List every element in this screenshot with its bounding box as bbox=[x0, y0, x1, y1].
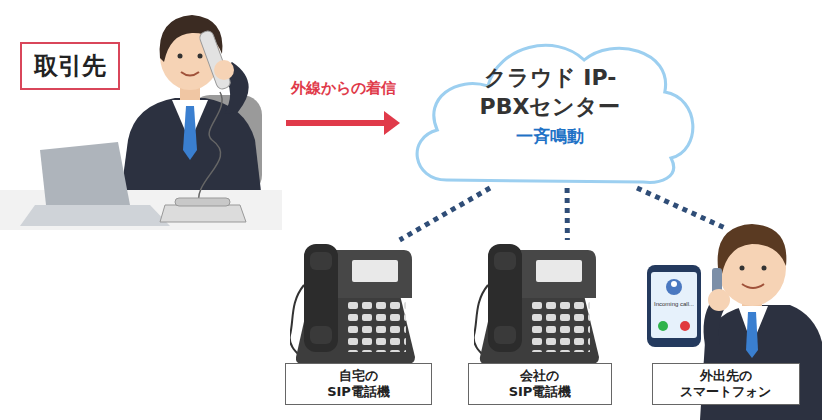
device-node: 会社の SIP電話機 bbox=[468, 240, 612, 405]
cloud-subtitle: 一斉鳴動 bbox=[516, 125, 584, 148]
connector-line bbox=[286, 120, 386, 126]
device-node: 外出先の スマートフォン bbox=[645, 228, 805, 405]
client-name: 取引先 bbox=[34, 52, 106, 80]
device-label: 外出先の スマートフォン bbox=[677, 368, 776, 401]
client-node: 取引先 bbox=[20, 10, 286, 210]
edge-label: 外線からの着信 bbox=[288, 79, 399, 98]
connector-line bbox=[637, 188, 725, 228]
dotted-link bbox=[567, 188, 568, 240]
cloud-node: クラウド IP-PBXセンター一斉鳴動 bbox=[400, 30, 700, 188]
device-node: 自宅の SIP電話機 bbox=[285, 240, 432, 405]
device-label-box: 外出先の スマートフォン bbox=[652, 363, 800, 405]
screen-text: Incoming call... bbox=[651, 301, 697, 307]
dotted-link bbox=[400, 188, 490, 240]
call-arrow bbox=[286, 111, 400, 135]
cloud-text-column: クラウド IP-PBXセンター一斉鳴動 bbox=[400, 64, 700, 148]
device-label-box: 自宅の SIP電話機 bbox=[285, 363, 432, 405]
device-label: 会社の SIP電話機 bbox=[491, 368, 590, 401]
connector-line bbox=[565, 188, 570, 240]
arrow-head bbox=[384, 111, 400, 135]
cloud-outline bbox=[417, 45, 693, 182]
dotted-link bbox=[637, 188, 725, 228]
device-label-box: 会社の SIP電話機 bbox=[468, 363, 612, 405]
client-label-box: 取引先 bbox=[20, 42, 120, 90]
connector-line bbox=[400, 188, 490, 240]
device-label: 自宅の SIP電話機 bbox=[309, 368, 408, 401]
cloud-title: クラウド IP-PBXセンター bbox=[435, 64, 665, 121]
